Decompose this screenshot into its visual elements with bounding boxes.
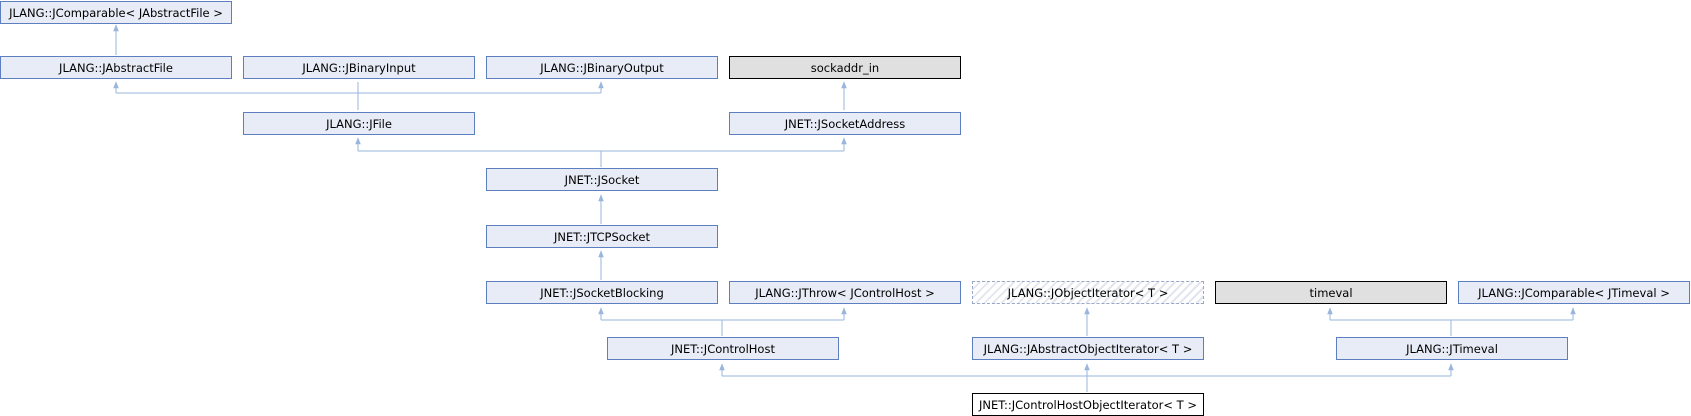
- class-node-timeval: timeval: [1215, 281, 1447, 304]
- class-node-sockaddr-in: sockaddr_in: [729, 56, 961, 79]
- class-node-jbinaryinput[interactable]: JLANG::JBinaryInput: [243, 56, 475, 79]
- class-node-jtcpsocket[interactable]: JNET::JTCPSocket: [486, 225, 718, 248]
- class-node-jthrow[interactable]: JLANG::JThrow< JControlHost >: [729, 281, 961, 304]
- class-node-jcontrolhostobjectiterator: JNET::JControlHostObjectIterator< T >: [972, 393, 1204, 416]
- class-node-jcontrolhost[interactable]: JNET::JControlHost: [607, 337, 839, 360]
- class-node-jabstractfile[interactable]: JLANG::JAbstractFile: [0, 56, 232, 79]
- class-node-jabstractobjectiterator[interactable]: JLANG::JAbstractObjectIterator< T >: [972, 337, 1204, 360]
- class-node-jtimeval[interactable]: JLANG::JTimeval: [1336, 337, 1568, 360]
- class-node-jobjectiterator[interactable]: JLANG::JObjectIterator< T >: [972, 281, 1204, 304]
- class-node-jsocketblocking[interactable]: JNET::JSocketBlocking: [486, 281, 718, 304]
- class-node-jbinaryoutput[interactable]: JLANG::JBinaryOutput: [486, 56, 718, 79]
- class-node-jcomparable-jtimeval[interactable]: JLANG::JComparable< JTimeval >: [1458, 281, 1690, 304]
- class-node-jcomparable-jabstractfile[interactable]: JLANG::JComparable< JAbstractFile >: [0, 1, 232, 24]
- class-node-jsocketaddress[interactable]: JNET::JSocketAddress: [729, 112, 961, 135]
- class-node-jsocket[interactable]: JNET::JSocket: [486, 168, 718, 191]
- class-node-jfile[interactable]: JLANG::JFile: [243, 112, 475, 135]
